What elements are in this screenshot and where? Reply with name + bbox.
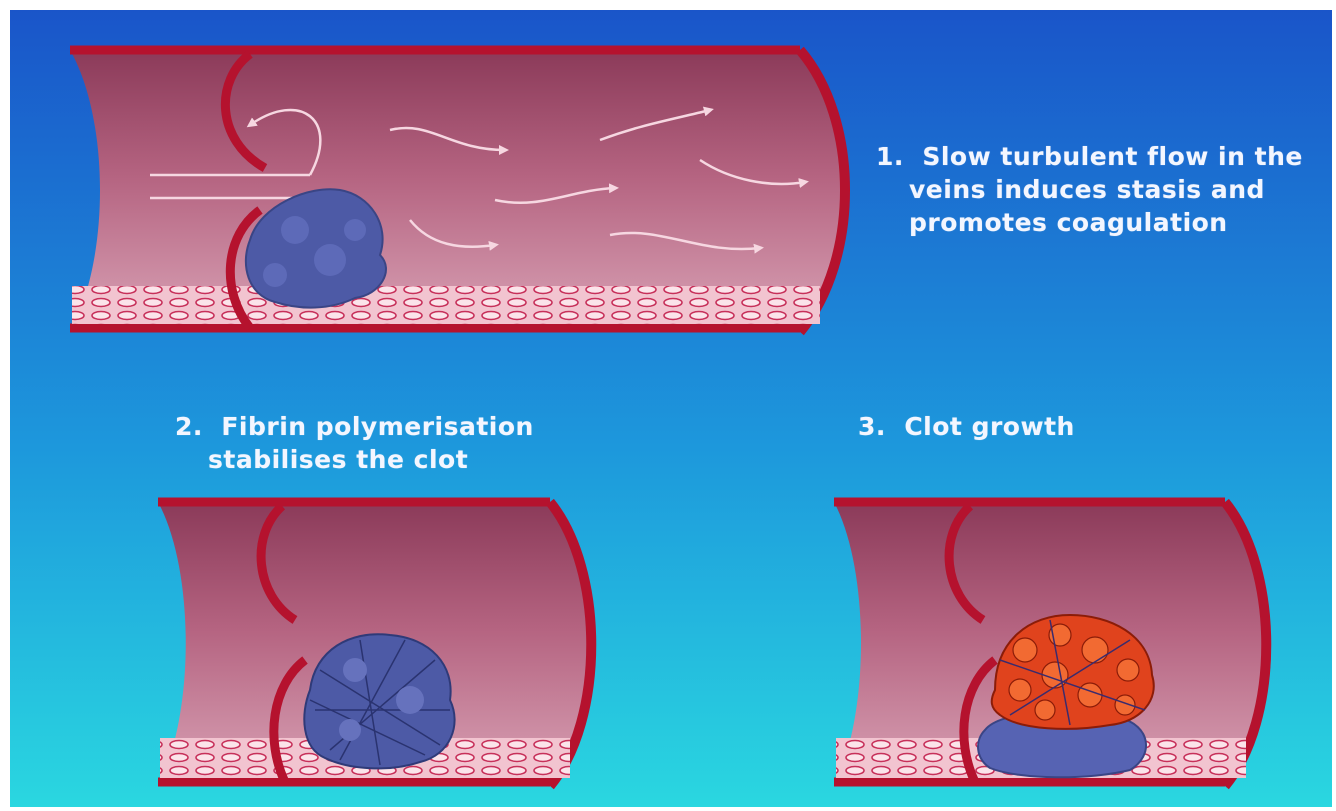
step-2-text-line-2: stabilises the clot: [175, 443, 534, 476]
vessel-3: [834, 502, 1266, 786]
vessel-2: [158, 502, 591, 786]
step-3-text-line-1: Clot growth: [904, 412, 1075, 441]
step-2-text-line-1: Fibrin polymerisation: [221, 412, 534, 441]
step-3-number: 3.: [858, 412, 886, 441]
vessel-1: [70, 50, 845, 332]
step-1-caption: 1. Slow turbulent flow in the veins indu…: [876, 140, 1303, 239]
step-2-number: 2.: [175, 412, 203, 441]
step-1-text-line-2: veins induces stasis and: [876, 173, 1303, 206]
vessel-2-fibrin-clot: [304, 634, 454, 768]
step-1-number: 1.: [876, 142, 904, 171]
step-2-caption: 2. Fibrin polymerisation stabilises the …: [175, 410, 534, 476]
step-1-text-line-1: Slow turbulent flow in the: [922, 142, 1303, 171]
step-1-text-line-3: promotes coagulation: [876, 206, 1303, 239]
step-3-caption: 3. Clot growth: [858, 410, 1075, 443]
vessel-1-endothelium: [72, 286, 820, 324]
step-3-line-1: 3. Clot growth: [858, 410, 1075, 443]
step-1-line-1: 1. Slow turbulent flow in the: [876, 140, 1303, 173]
step-2-line-1: 2. Fibrin polymerisation: [175, 410, 534, 443]
diagram-canvas: [10, 10, 1332, 807]
diagram-stage: 1. Slow turbulent flow in the veins indu…: [10, 10, 1332, 807]
